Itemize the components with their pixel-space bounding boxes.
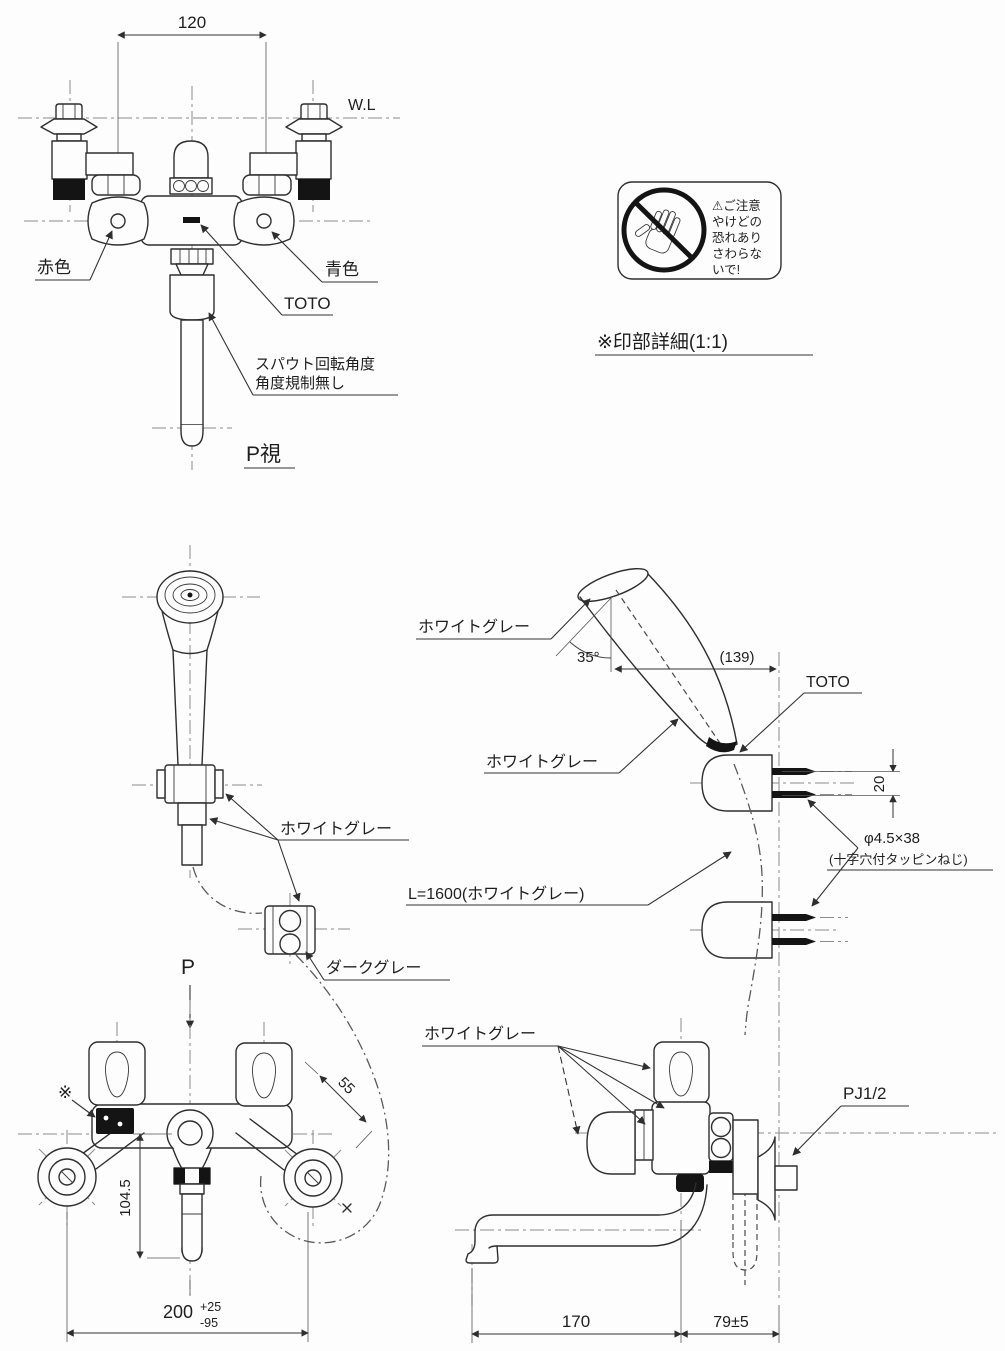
warning-caption: ※印部詳細(1:1): [597, 331, 728, 353]
center-dim-tol-dn: -95: [200, 1316, 218, 1330]
center-dim-tol-up: +25: [200, 1300, 221, 1314]
spout-note-line2: 角度規制無し: [255, 375, 345, 392]
upper-shower-hook: [690, 754, 858, 812]
right-supply-leg: [242, 103, 343, 200]
no-touch-hand-icon: [635, 209, 681, 254]
warning-text: ⚠ご注意 やけどの 恐れあり さわらな いで!: [712, 198, 762, 277]
warning-label-outline: [617, 181, 782, 280]
view-warning-detail: ⚠ご注意 やけどの 恐れあり さわらな いで! ※印部詳細(1:1): [595, 181, 813, 356]
hot-handle: [87, 196, 149, 246]
dim-120: 120: [178, 13, 206, 32]
view-shower-side: 35° (139) TOTO 20 φ4.5×38: [406, 567, 993, 1300]
cold-color-label: 青色: [325, 260, 359, 279]
hose-length-label: L=1600(ホワイトグレー): [408, 885, 585, 903]
wall-offset-dim: 79±5: [713, 1314, 749, 1331]
hose-elbow: [238, 893, 350, 968]
screw-type-label: (十字穴付タッピンねじ): [829, 852, 968, 867]
view-shower-front: ホワイトグレー ダークグレー: [122, 545, 450, 981]
bottom-left-handle: [88, 1041, 146, 1106]
prohibition-slash: [634, 201, 694, 260]
elbow-color-label: ダークグレー: [326, 959, 421, 977]
spray-angle-label: 35°: [577, 649, 600, 666]
right-wall-flange: [283, 1148, 343, 1208]
head-offset-dim: (139): [719, 649, 754, 666]
spout-note-line1: スパウト回転角度: [255, 356, 375, 373]
water-line-label: W.L: [348, 97, 376, 114]
side-handle: [653, 1041, 710, 1105]
side-color-label: ホワイトグレー: [424, 1025, 536, 1043]
left-supply-leg: [40, 103, 141, 200]
view-mark-p: P: [181, 956, 195, 979]
lower-shower-hook: [690, 901, 848, 959]
left-wall-flange: [37, 1147, 97, 1207]
shower-brand-label: TOTO: [806, 674, 850, 691]
shower-front-color-label: ホワイトグレー: [280, 820, 392, 838]
prohibition-circle: [621, 187, 707, 273]
hose-nut-toto-mark: [706, 737, 737, 753]
warning-line-3: 恐れあり: [712, 231, 762, 245]
head-color-label: ホワイトグレー: [418, 618, 530, 636]
screw-pitch-dim: 20: [871, 776, 888, 793]
warning-line-2: やけどの: [712, 215, 762, 229]
view-bottom-front: P: [18, 956, 373, 1342]
ref-mark: ※: [58, 1083, 72, 1102]
spout-drop-dim: 104.5: [117, 1179, 134, 1217]
screw-size-label: φ4.5×38: [864, 830, 920, 847]
bottom-right-handle: [235, 1042, 293, 1107]
view-top-front: 120 W.L: [18, 13, 400, 470]
view-bottom-side: ホワイトグレー PJ1/2 170 79±5: [422, 1018, 1000, 1343]
hose-end-x-mark: [342, 1203, 352, 1213]
hose-envelope-curve: [192, 866, 390, 1244]
thread-spec-label: PJ1/2: [843, 1084, 886, 1103]
warning-sticker: [96, 1108, 134, 1134]
center-dim-200: 200: [163, 1302, 193, 1322]
warning-line-1: ⚠ご注意: [712, 198, 761, 213]
hot-color-label: 赤色: [37, 258, 71, 277]
cold-handle: [233, 196, 295, 246]
warning-line-5: いで!: [712, 263, 740, 277]
warning-line-4: さわらな: [712, 247, 762, 261]
spout-reach-dim: 170: [562, 1312, 590, 1331]
view-title-p: P視: [246, 443, 281, 466]
brand-label: TOTO: [284, 294, 331, 313]
brand-mark-position: [183, 217, 200, 223]
handle-color-label: ホワイトグレー: [486, 753, 598, 771]
